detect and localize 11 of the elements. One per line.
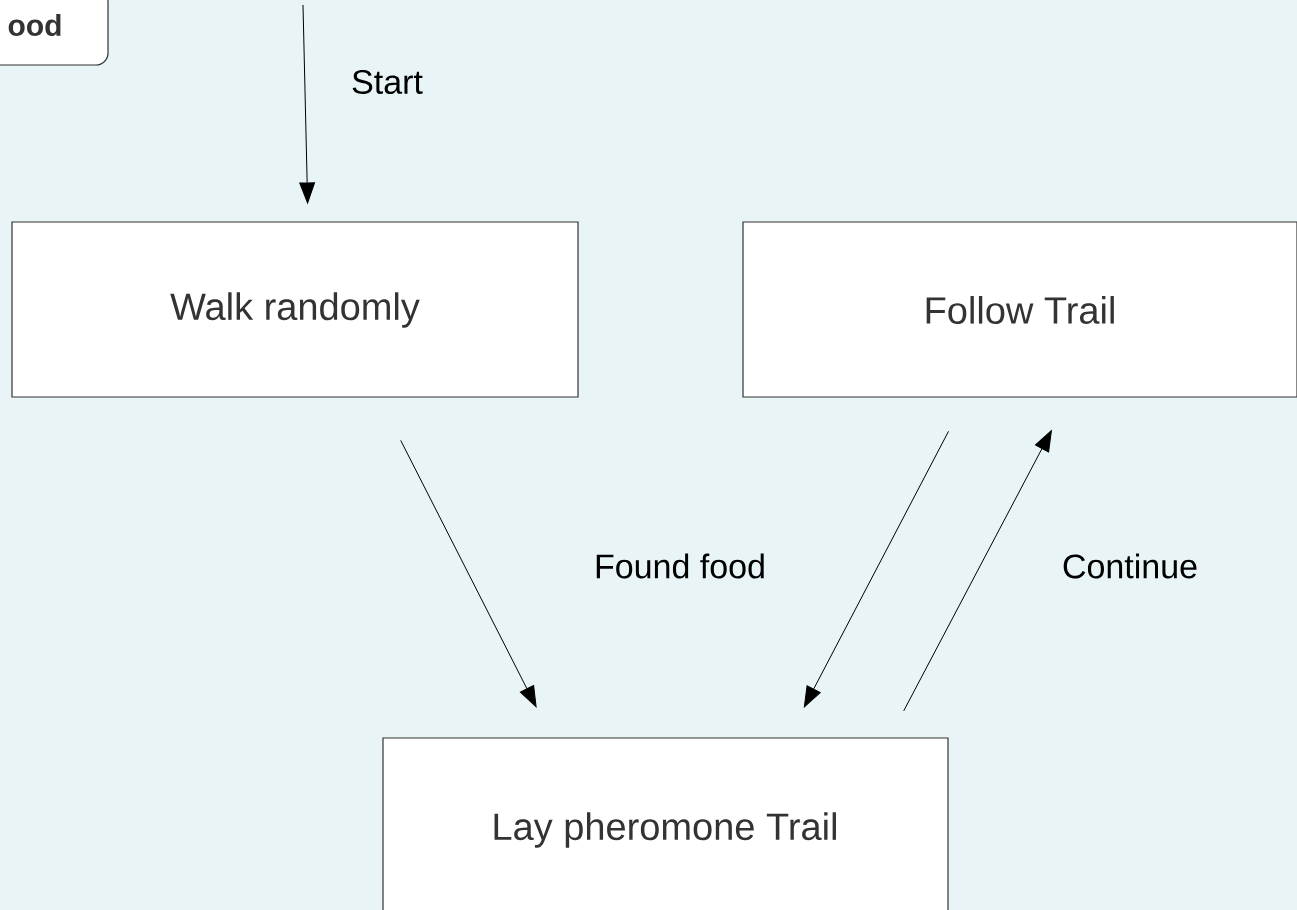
edge-label: Start — [352, 69, 423, 95]
arrow — [299, 4, 316, 204]
arrow — [903, 430, 1052, 712]
edge-label: Found food — [596, 553, 764, 579]
process-box: Follow Trail — [742, 221, 1297, 398]
edge-label: Continue — [1063, 553, 1197, 579]
arrow — [803, 430, 950, 708]
process-box: Walk randomly — [11, 221, 579, 398]
arrow — [400, 439, 537, 708]
process-box: Lay pheromone Trail — [382, 737, 949, 910]
process-box: ood — [0, 0, 109, 66]
